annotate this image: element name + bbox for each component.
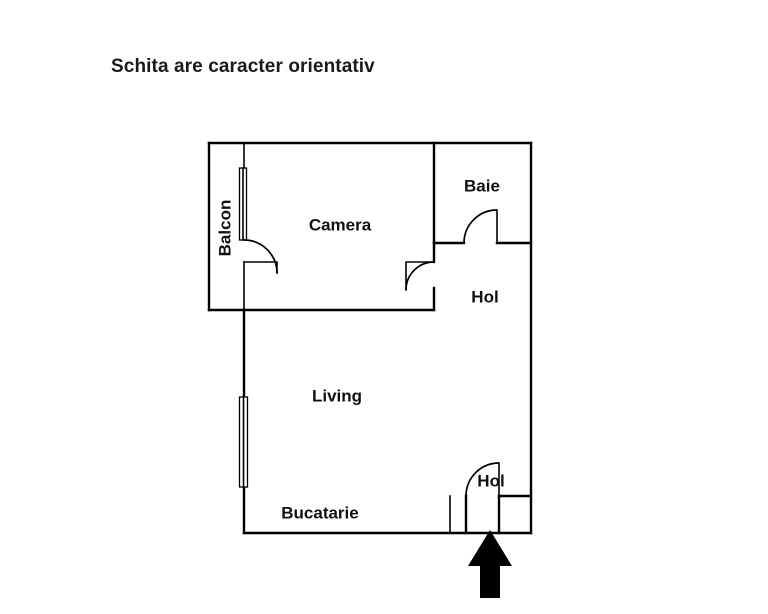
wall-group-interior (242, 141, 533, 535)
room-label-hol-upper: Hol (471, 287, 498, 306)
room-label-baie: Baie (464, 176, 500, 195)
door-balcony-camera-leaf (243, 261, 278, 274)
window-group (238, 167, 249, 488)
wall-group-outer (207, 141, 533, 535)
room-label-balcon: Balcon (215, 200, 234, 257)
entrance-arrow-shape (468, 530, 512, 598)
page-title: Schita are caracter orientativ (111, 56, 375, 77)
room-label-bucatarie: Bucatarie (281, 503, 358, 522)
room-label-living: Living (312, 386, 362, 405)
room-label-hol-lower: Hol (477, 471, 504, 490)
door-balcony-camera-arc (243, 239, 278, 274)
room-label-camera: Camera (309, 215, 372, 234)
entrance-arrow-up (468, 530, 512, 598)
door-camera-hol-arc (405, 261, 435, 291)
door-entrance-arc (465, 462, 500, 497)
door-camera-hol-leaf (405, 261, 435, 291)
door-baie-hol-arc (463, 209, 498, 244)
door-group (243, 209, 500, 497)
